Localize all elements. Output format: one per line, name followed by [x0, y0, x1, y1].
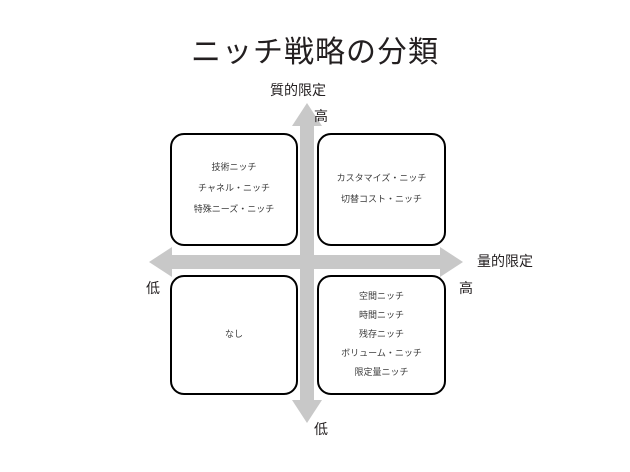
quadrant-top-left: 技術ニッチチャネル・ニッチ特殊ニーズ・ニッチ — [170, 133, 298, 246]
vertical-axis-title: 質的限定 — [270, 83, 326, 99]
niche-item: 技術ニッチ — [211, 163, 257, 173]
horizontal-axis-high-label: 高 — [459, 281, 473, 297]
quadrant-top-right: カスタマイズ・ニッチ切替コスト・ニッチ — [317, 133, 446, 246]
niche-item: 限定量ニッチ — [354, 367, 409, 378]
horizontal-axis-low-label: 低 — [146, 281, 160, 297]
niche-item: チャネル・ニッチ — [198, 184, 270, 194]
niche-item: 残存ニッチ — [358, 329, 404, 340]
niche-item: 空間ニッチ — [358, 291, 404, 302]
quadrant-bottom-left: なし — [170, 275, 298, 395]
niche-item: ボリューム・ニッチ — [341, 348, 422, 359]
horizontal-axis-arrow — [149, 247, 463, 277]
vertical-axis-high-label: 高 — [314, 109, 328, 125]
niche-item: 時間ニッチ — [358, 310, 404, 321]
vertical-axis-low-label: 低 — [314, 422, 328, 438]
quadrant-bottom-right: 空間ニッチ時間ニッチ残存ニッチボリューム・ニッチ限定量ニッチ — [317, 275, 446, 395]
page-title: ニッチ戦略の分類 — [191, 35, 439, 70]
niche-item: なし — [224, 329, 243, 340]
niche-item: 切替コスト・ニッチ — [340, 194, 422, 205]
niche-item: カスタマイズ・ニッチ — [336, 173, 427, 184]
niche-item: 特殊ニーズ・ニッチ — [193, 205, 275, 215]
horizontal-axis-title: 量的限定 — [477, 254, 533, 270]
